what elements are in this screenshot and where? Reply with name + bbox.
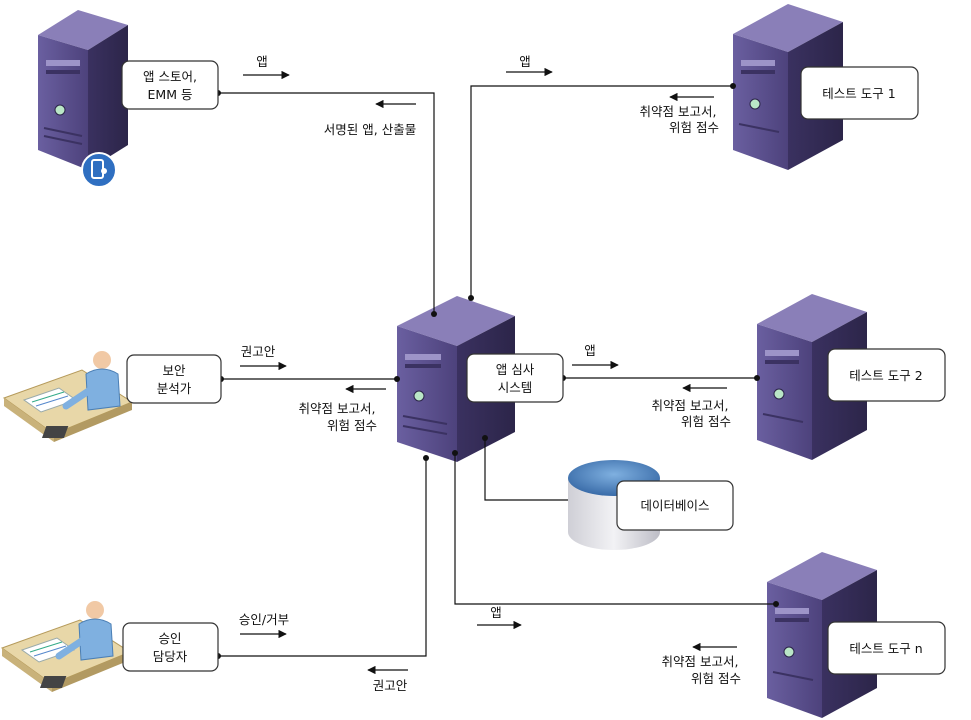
flow-label-recommendation: 권고안 [241,344,276,359]
flow-label-tooln-app: 앱 [490,605,502,620]
vetting-system-box: 앱 심사 시스템 [466,353,564,403]
flow-label-store-app: 앱 [256,54,268,69]
database-label: 데이터베이스 [640,498,709,513]
flow-label-tool2-app: 앱 [584,343,596,358]
security-analyst-box: 보안 분석가 [126,354,222,404]
security-analyst-label-2: 분석가 [157,381,192,396]
test-tool-2-label: 테스트 도구 2 [849,368,922,383]
flow-label-recommendation-2: 권고안 [373,678,408,693]
flow-label-tooln-report-1: 취약점 보고서, [662,654,739,669]
app-store-server-icon [38,10,128,170]
approver-box: 승인 담당자 [122,622,219,672]
flow-label-approval: 승인/거부 [239,612,289,627]
mobile-device-icon [81,152,117,188]
test-tool-n-box: 테스트 도구 n [827,621,946,675]
flow-label-vuln-report-1: 취약점 보고서, [299,401,376,416]
vetting-system-label-1: 앱 심사 [496,362,535,377]
test-tool-1-box: 테스트 도구 1 [800,66,919,120]
flow-label-tool2-report-1: 취약점 보고서, [652,398,729,413]
flow-label-tooln-report-2: 위험 점수 [691,671,741,686]
flow-label-vuln-report-2: 위험 점수 [327,418,377,433]
test-tool-n-label: 테스트 도구 n [849,641,922,656]
security-analyst-person-icon [2,351,134,442]
app-store-label-1: 앱 스토어, [143,69,197,84]
database-box: 데이터베이스 [616,480,734,531]
security-analyst-label-1: 보안 [162,363,186,378]
test-tool-1-label: 테스트 도구 1 [822,86,895,101]
vetting-system-label-2: 시스템 [498,380,533,395]
flow-arrows [240,67,737,675]
approver-label-2: 담당자 [153,649,188,664]
flow-label-tool1-report-2: 위험 점수 [669,120,719,135]
app-store-label-2: EMM 등 [148,87,193,102]
flow-label-tool1-report-1: 취약점 보고서, [640,104,717,119]
connectors [218,85,776,657]
approver-label-1: 승인 [158,631,181,646]
test-tool-2-box: 테스트 도구 2 [827,348,946,402]
flow-label-signed-app: 서명된 앱, 산출물 [324,122,416,137]
approver-person-icon [0,601,132,692]
flow-label-tool2-report-2: 위험 점수 [681,414,731,429]
app-store-box: 앱 스토어, EMM 등 [121,60,219,110]
flow-label-tool1-app: 앱 [519,54,531,69]
